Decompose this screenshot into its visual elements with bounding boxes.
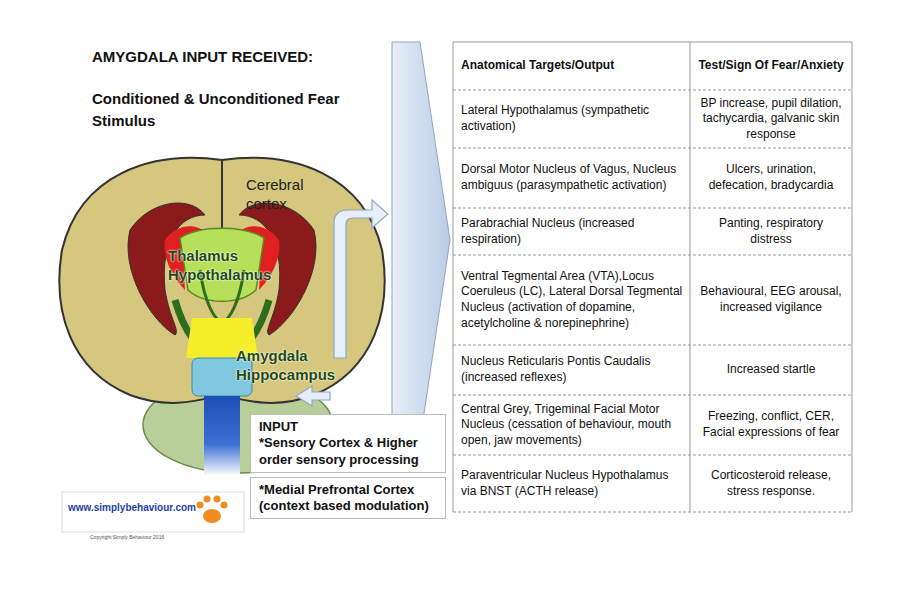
free-label: Copyright Simply Behaviour 2016 xyxy=(90,534,230,540)
cell-text: Parabrachial Nucleus (increased respirat… xyxy=(461,216,683,247)
cell-text: Paraventricular Nucleus Hypothalamus via… xyxy=(461,468,683,499)
table-cell: Lateral Hypothalamus (sympathetic activa… xyxy=(455,91,689,147)
free-label: Thalamus Hypothalamus xyxy=(168,247,278,285)
paw-icon xyxy=(197,496,228,524)
table-grid xyxy=(453,42,852,512)
free-label: Cerebral cortex xyxy=(246,176,336,214)
input-box: INPUT*Sensory Cortex & Higher order sens… xyxy=(250,414,446,473)
table-cell: Paraventricular Nucleus Hypothalamus via… xyxy=(455,456,689,511)
cell-text: Behavioural, EEG arousal, increased vigi… xyxy=(698,284,844,315)
table-header: Test/Sign Of Fear/Anxiety xyxy=(692,43,850,89)
table-cell: Behavioural, EEG arousal, increased vigi… xyxy=(692,256,850,344)
table-cell: Panting, respiratory distress xyxy=(692,209,850,254)
cell-text: Panting, respiratory distress xyxy=(698,216,844,247)
cell-text: Freezing, conflict, CER, Facial expressi… xyxy=(698,409,844,440)
table-cell: Corticosteroid release, stress response. xyxy=(692,456,850,511)
table-cell: Ventral Tegmental Area (VTA),Locus Coeru… xyxy=(455,256,689,344)
input-arrow xyxy=(296,386,330,406)
cell-text: Test/Sign Of Fear/Anxiety xyxy=(698,58,843,74)
title: AMYGDALA INPUT RECEIVED: xyxy=(92,48,313,65)
free-label: Conditioned & Unconditioned Fear Stimulu… xyxy=(92,88,352,132)
table-cell: Central Grey, Trigeminal Facial Motor Nu… xyxy=(455,396,689,454)
cell-text: Corticosteroid release, stress response. xyxy=(698,468,844,499)
cell-text: Increased startle xyxy=(727,362,816,378)
cell-text: BP increase, pupil dilation, tachycardia… xyxy=(698,96,844,143)
table-header: Anatomical Targets/Output xyxy=(455,43,689,89)
logo-box xyxy=(62,492,244,532)
free-label: www.simplybehaviour.com xyxy=(68,502,193,513)
table-cell: Nucleus Reticularis Pontis Caudalis (inc… xyxy=(455,346,689,394)
cell-text: Anatomical Targets/Output xyxy=(461,58,614,74)
table-cell: Increased startle xyxy=(692,346,850,394)
cell-text: Ulcers, urination, defecation, bradycard… xyxy=(698,162,844,193)
input-box: *Medial Prefrontal Cortex (context based… xyxy=(250,477,446,520)
cell-text: Nucleus Reticularis Pontis Caudalis (inc… xyxy=(461,354,683,385)
table-cell: BP increase, pupil dilation, tachycardia… xyxy=(692,91,850,147)
cell-text: Dorsal Motor Nucleus of Vagus, Nucleus a… xyxy=(461,162,683,193)
table-cell: Parabrachial Nucleus (increased respirat… xyxy=(455,209,689,254)
table-cell: Dorsal Motor Nucleus of Vagus, Nucleus a… xyxy=(455,149,689,207)
output-arrow xyxy=(334,200,388,358)
free-label: Amygdala Hippocampus xyxy=(236,347,346,385)
box-heading: INPUT xyxy=(259,419,437,435)
cell-text: Lateral Hypothalamus (sympathetic activa… xyxy=(461,103,683,134)
cell-text: Ventral Tegmental Area (VTA),Locus Coeru… xyxy=(461,269,683,331)
chevron-arrow xyxy=(392,42,450,440)
box-text: *Sensory Cortex & Higher order sensory p… xyxy=(259,435,437,468)
table-cell: Ulcers, urination, defecation, bradycard… xyxy=(692,149,850,207)
table-cell: Freezing, conflict, CER, Facial expressi… xyxy=(692,396,850,454)
box-text: *Medial Prefrontal Cortex (context based… xyxy=(259,482,437,515)
cell-text: Central Grey, Trigeminal Facial Motor Nu… xyxy=(461,402,683,449)
